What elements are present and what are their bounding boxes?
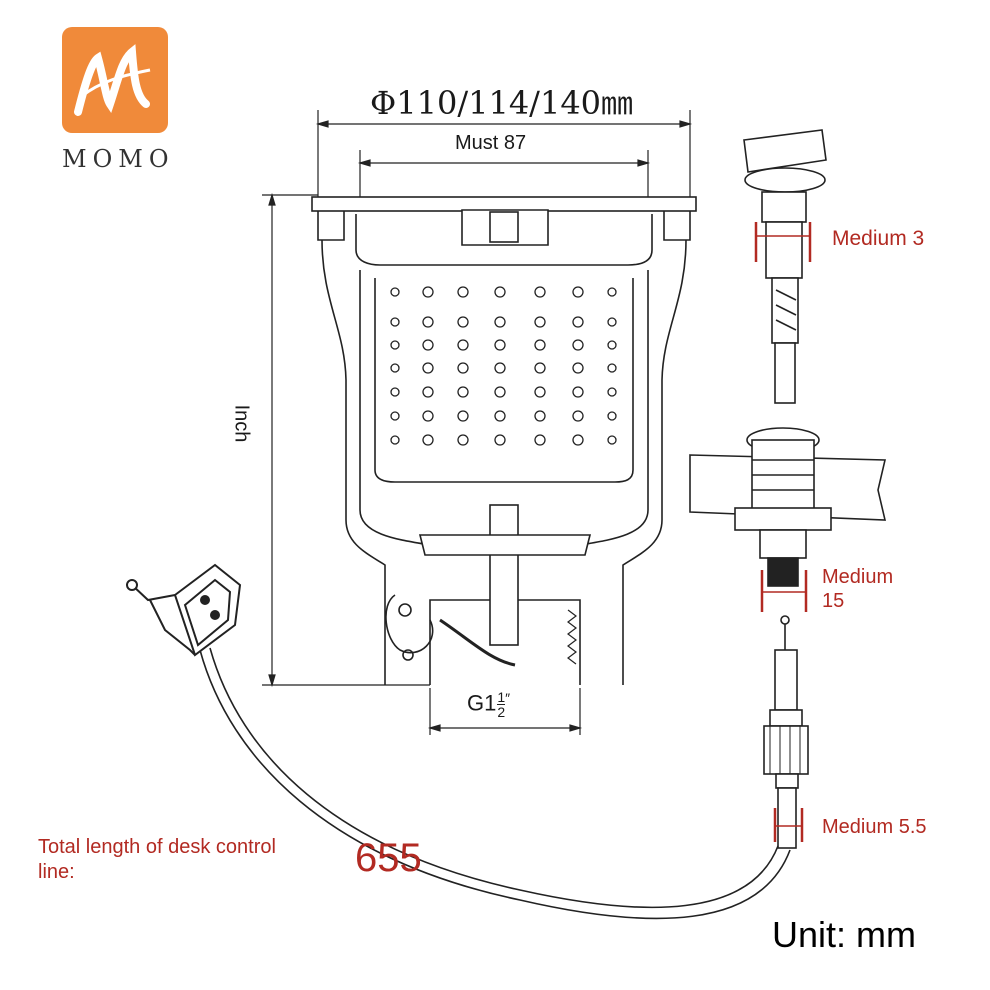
thread-frac-num: 1 <box>497 689 506 705</box>
medium-15-marker <box>760 570 808 612</box>
height-label: Inch <box>230 404 253 443</box>
diameter-dimension <box>315 110 693 200</box>
medium-3-label: Medium 3 <box>832 227 925 250</box>
drain-body <box>311 196 697 685</box>
control-cable <box>199 647 791 920</box>
diameter-label: Φ110/114/140㎜ <box>370 84 634 122</box>
thread-frac-den: 2 <box>497 704 506 720</box>
total-length-value: 655 <box>355 836 422 880</box>
total-length-label-line2: line: <box>38 861 75 883</box>
medium-15-label-line2: 15 <box>822 590 845 612</box>
momo-logo <box>62 27 168 133</box>
brand-name: MOMO <box>62 145 175 173</box>
medium-5-5-label: Medium 5.5 <box>822 816 927 838</box>
desk-control-knob <box>126 563 242 657</box>
total-length-label-line1: Total length of desk control <box>38 836 276 858</box>
unit-label: Unit: mm <box>772 914 916 955</box>
must-dimension <box>357 150 651 200</box>
basket-holes <box>390 286 617 446</box>
cable-end-part <box>763 615 809 849</box>
thread-dimension <box>427 688 583 735</box>
thread-inch-mark: ″ <box>505 690 511 706</box>
valve-part <box>689 427 887 587</box>
knob-part <box>743 129 827 404</box>
medium-3-marker <box>754 222 812 262</box>
thread-g: G1 <box>467 690 497 716</box>
medium-5-5-marker <box>773 808 804 842</box>
must-label: Must 87 <box>455 132 527 154</box>
medium-15-label-line1: Medium <box>822 566 894 588</box>
height-dimension <box>262 192 430 688</box>
